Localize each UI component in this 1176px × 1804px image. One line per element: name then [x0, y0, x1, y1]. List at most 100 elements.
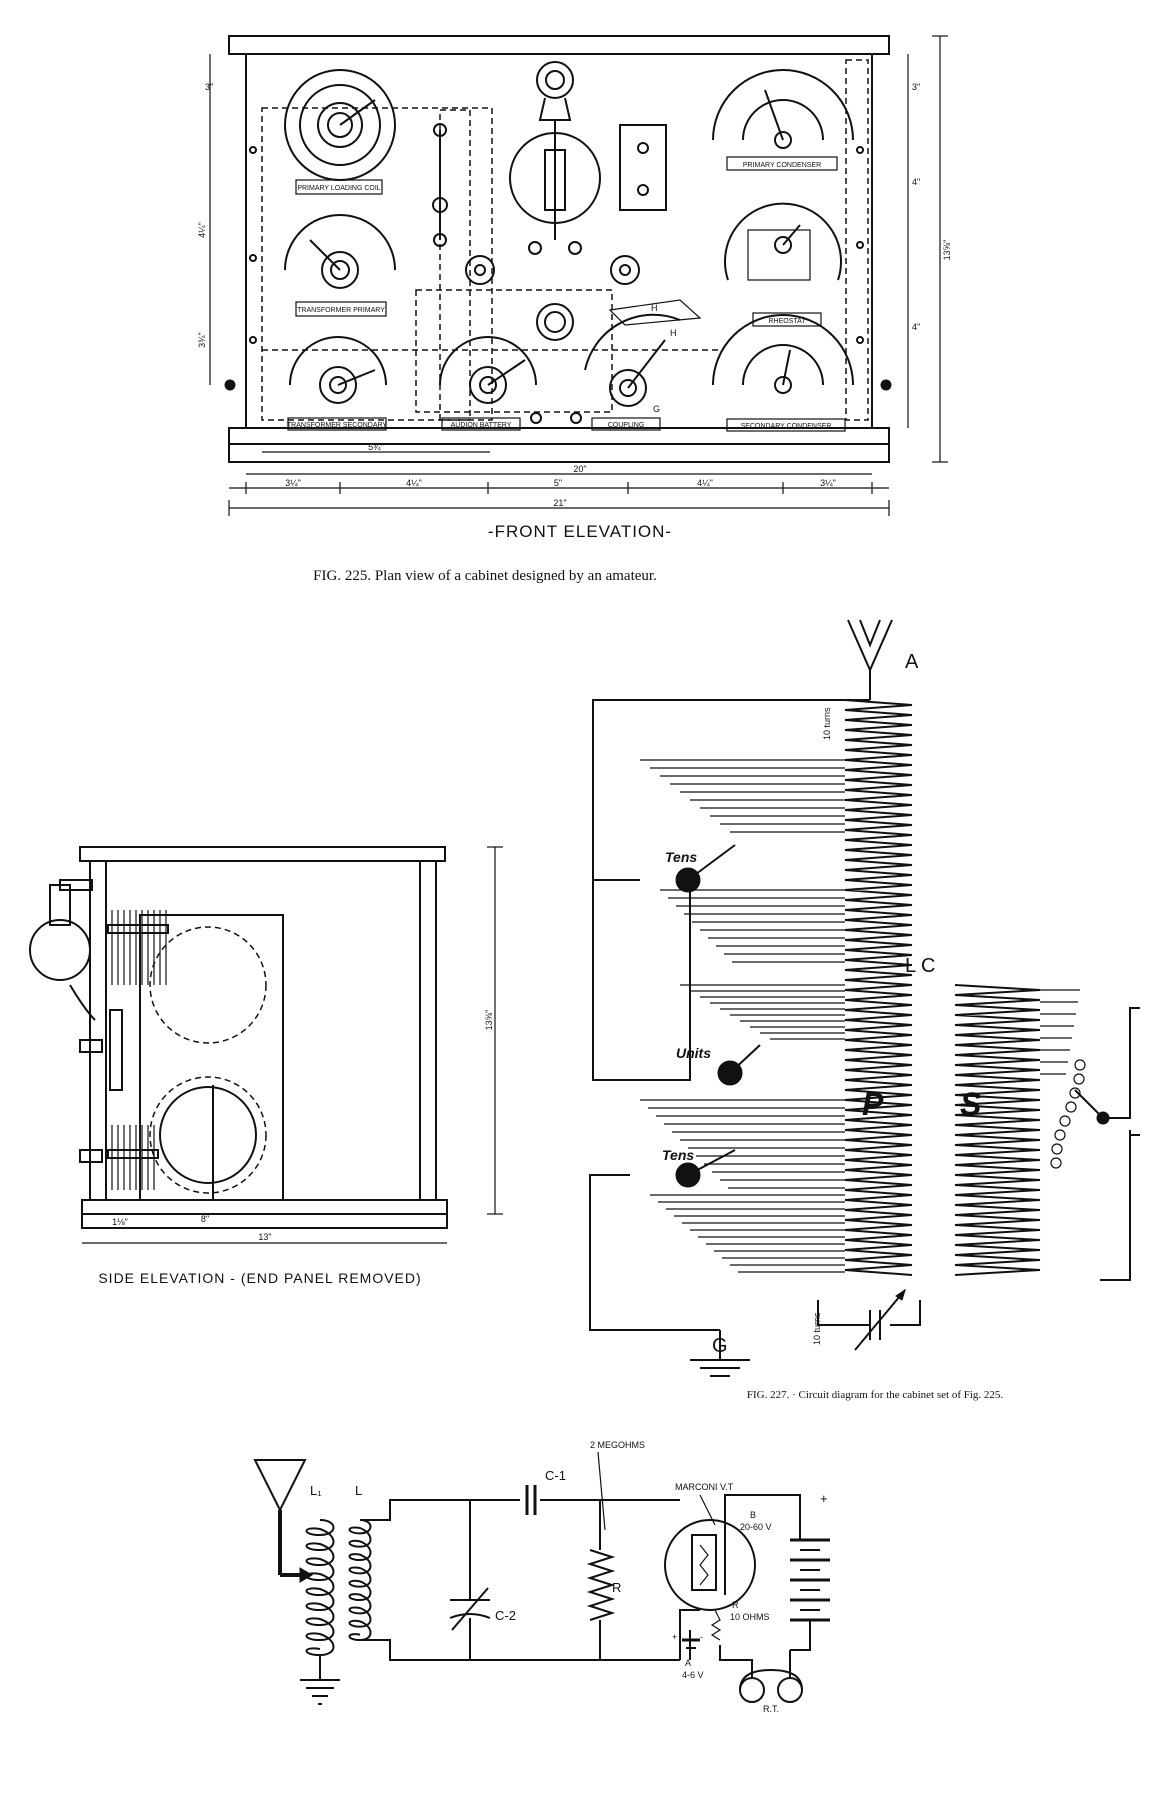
return-line-mid [592, 880, 691, 1081]
label-rt: R.T. [763, 1704, 779, 1714]
dim-4q-left: 4¼" [406, 478, 422, 488]
dim-l3q: 3¾" [197, 332, 207, 348]
side-elevation-title: SIDE ELEVATION - (END PANEL REMOVED) [98, 1270, 421, 1286]
side-front-panel [89, 860, 107, 1201]
dim-r3: 3" [912, 82, 920, 92]
wire-top [360, 1499, 680, 1521]
fig225-caption: FIG. 225. Plan view of a cabinet designe… [313, 568, 657, 584]
switch-contact [1065, 1101, 1077, 1113]
dim-l4q: 4¼" [197, 222, 207, 238]
label-g: G [712, 1335, 728, 1357]
dims-bottom: 5¾" 20" 3¼" 4¼" 5" 4¼" 3¼" 21" [228, 442, 890, 516]
secondary-condenser: SECONDARY CONDENSER [712, 314, 854, 432]
label-tens-top: Tens [665, 849, 697, 865]
label-a: A [905, 651, 919, 673]
transformer-secondary-switch: TRANSFORMER SECONDARY [287, 336, 388, 431]
resistor-r [586, 1549, 616, 1621]
label-transformer-secondary: TRANSFORMER SECONDARY [287, 422, 388, 429]
front-elevation-title: -FRONT ELEVATION- [488, 522, 672, 541]
label-coupling: COUPLING [608, 422, 645, 429]
tap-wires [640, 759, 1086, 1273]
primary-coil [844, 699, 913, 1276]
side-dim-d1: 1⅛" [112, 1217, 128, 1227]
variable-condenser [817, 1289, 921, 1351]
antenna-symbol [847, 619, 893, 700]
side-condenser-plates-top [107, 910, 169, 985]
label-a-minus: - [700, 1632, 703, 1642]
side-back-post [419, 860, 437, 1201]
label-c2: C-2 [495, 1608, 516, 1623]
side-tube [29, 879, 96, 1021]
switch-contact [1054, 1129, 1066, 1141]
side-elevation: 13⅝" 13" 1⅛" 8" SIDE ELEVATION - (END PA… [29, 846, 503, 1286]
side-dim-d2: 8" [201, 1214, 209, 1224]
dim-4q-right: 4¼" [697, 478, 713, 488]
switch-contact [1051, 1143, 1063, 1155]
dim-r4a: 4" [912, 177, 920, 187]
dim-r4b: 4" [912, 322, 920, 332]
sec-lead-bottom [1129, 1130, 1140, 1136]
label-transformer-primary: TRANSFORMER PRIMARY [297, 307, 385, 314]
label-p: P [862, 1086, 884, 1122]
dim-height-13: 13⅝" [942, 240, 952, 261]
top-board [228, 35, 890, 55]
side-coil-frame [139, 914, 284, 1201]
side-condenser-plates-bottom [107, 1125, 159, 1190]
audion-tube [509, 61, 601, 255]
receiver-left [739, 1677, 765, 1703]
label-lc: L C [905, 955, 935, 977]
receiver-right [777, 1677, 803, 1703]
dims-right: 13⅝" 3" 4" 4" [907, 35, 952, 463]
label-audion-battery: AUDION BATTERY [451, 422, 512, 429]
ground-symbol [690, 1330, 750, 1377]
rheostat: RHEOSTAT [724, 202, 842, 327]
label-units: Units [676, 1045, 711, 1061]
label-r: R [612, 1580, 621, 1595]
fig227-caption: FIG. 227. · Circuit diagram for the cabi… [747, 1389, 1004, 1401]
label-rheostat: RHEOSTAT [768, 318, 806, 325]
dim-3q-right: 3¼" [820, 478, 836, 488]
label-turns-bottom: 10 turns [812, 1312, 822, 1345]
dashed-post-right [845, 59, 869, 421]
label-a-volts: 4-6 V [682, 1670, 704, 1680]
bottom-circuit: L₁ L C-2 C-1 R 2 MEGOHMS MARCONI V.T [253, 1440, 830, 1714]
small-fittings [432, 123, 667, 341]
base-board-lower [228, 443, 890, 463]
side-coil-lower [149, 1076, 267, 1194]
label-b: B [750, 1510, 756, 1520]
transformer-primary-switch: TRANSFORMER PRIMARY [284, 214, 396, 317]
panel-screws [249, 146, 864, 344]
jack-plate [619, 124, 667, 211]
primary-condenser: PRIMARY CONDENSER [712, 69, 854, 171]
sec-lead-top [1103, 1007, 1140, 1119]
ground-bottom [300, 1655, 340, 1705]
label-secondary-condenser: SECONDARY CONDENSER [741, 423, 832, 430]
label-a: A [685, 1658, 691, 1668]
dim-21: 21" [553, 498, 566, 508]
return-line-bottom [589, 1174, 720, 1331]
dim-l3: 3" [205, 82, 213, 92]
switch-contact [1074, 1059, 1086, 1071]
audion-battery-switch: AUDION BATTERY [439, 336, 537, 431]
label-b-plus: + [820, 1491, 828, 1506]
vacuum-tube [664, 1519, 756, 1611]
label-tens-bottom: Tens [662, 1147, 694, 1163]
dim-20: 20" [573, 464, 586, 474]
label-b-volts: 20-60 V [740, 1522, 772, 1532]
b-battery [790, 1520, 830, 1651]
label-a-plus: + [672, 1632, 677, 1642]
label-r-ohms: R [732, 1600, 739, 1610]
side-coil-upper [149, 926, 267, 1044]
switch-contact [1073, 1073, 1085, 1085]
secondary-coil [954, 984, 1041, 1276]
label-primary-condenser: PRIMARY CONDENSER [743, 162, 821, 169]
switch-contact [1069, 1087, 1081, 1099]
label-l: L [355, 1483, 362, 1498]
marker-h1: H [670, 328, 677, 338]
label-ohms: 10 OHMS [730, 1612, 770, 1622]
binding-posts [224, 379, 892, 424]
dim-5: 5" [554, 478, 562, 488]
switch-contact [1050, 1157, 1062, 1169]
front-elevation: PRIMARY LOADING COIL TRANSFORMER PRIMARY… [197, 35, 952, 541]
wire-bottom [360, 1639, 680, 1661]
